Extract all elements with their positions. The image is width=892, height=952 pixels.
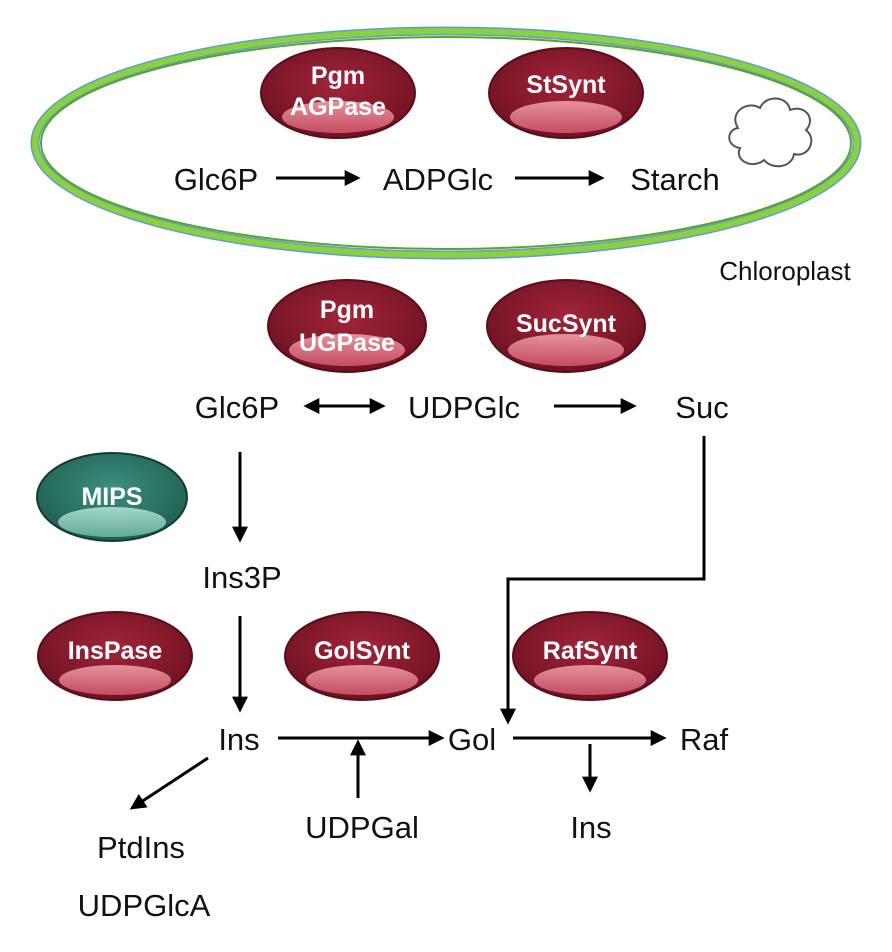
enzyme-inspase: InsPase	[37, 611, 193, 701]
enzyme-stsynt: StSynt	[488, 47, 644, 139]
metabolite-chl-glc6p: Glc6P	[174, 162, 258, 197]
enzyme-pgm-agpase-line1: Pgm	[311, 62, 365, 90]
enzyme-pgm-ugpase-line2: UGPase	[299, 329, 395, 357]
enzyme-pgm-agpase-line2: AGPase	[290, 93, 386, 121]
enzyme-pgm-ugpase: Pgm UGPase	[267, 279, 427, 373]
metabolite-gol: Gol	[448, 722, 496, 757]
chloroplast-outline-inner	[40, 36, 852, 250]
enzyme-sucsynt: SucSynt	[486, 279, 646, 373]
metabolite-chl-adpglc: ADPGlc	[383, 162, 493, 197]
chloroplast-label: Chloroplast	[719, 256, 851, 286]
enzyme-rafsynt-label: RafSynt	[543, 637, 638, 665]
enzyme-pgm-agpase: Pgm AGPase	[260, 47, 416, 139]
arrow-suc-to-gol	[500, 436, 706, 725]
starch-granule-icon	[728, 97, 813, 168]
metabolite-raf: Raf	[680, 722, 729, 757]
enzyme-sucsynt-label: SucSynt	[516, 310, 617, 338]
enzyme-inspase-label: InsPase	[68, 637, 163, 665]
arrow-ins-to-ptdins	[129, 756, 209, 810]
metabolite-starch: Starch	[630, 162, 720, 197]
metabolite-ins: Ins	[218, 722, 259, 757]
enzyme-pgm-ugpase-line1: Pgm	[320, 296, 374, 324]
enzyme-rafsynt: RafSynt	[512, 611, 668, 701]
enzyme-stsynt-label: StSynt	[526, 71, 606, 99]
metabolite-udpgal: UDPGal	[305, 810, 419, 845]
metabolite-udpglc: UDPGlc	[408, 390, 520, 425]
metabolite-glc6p: Glc6P	[195, 390, 279, 425]
chloroplast-compartment	[30, 26, 862, 260]
chloroplast-outline	[32, 28, 860, 258]
enzyme-golsynt: GolSynt	[284, 611, 440, 701]
enzyme-mips-label: MIPS	[81, 483, 142, 511]
metabolite-ptdins: PtdIns	[97, 830, 185, 865]
metabolite-ins-product: Ins	[570, 810, 611, 845]
metabolite-udpglca: UDPGlcA	[78, 888, 211, 923]
metabolite-suc: Suc	[675, 390, 728, 425]
metabolite-ins3p: Ins3P	[202, 560, 281, 595]
enzyme-mips: MIPS	[36, 452, 188, 542]
enzyme-golsynt-label: GolSynt	[314, 637, 411, 665]
